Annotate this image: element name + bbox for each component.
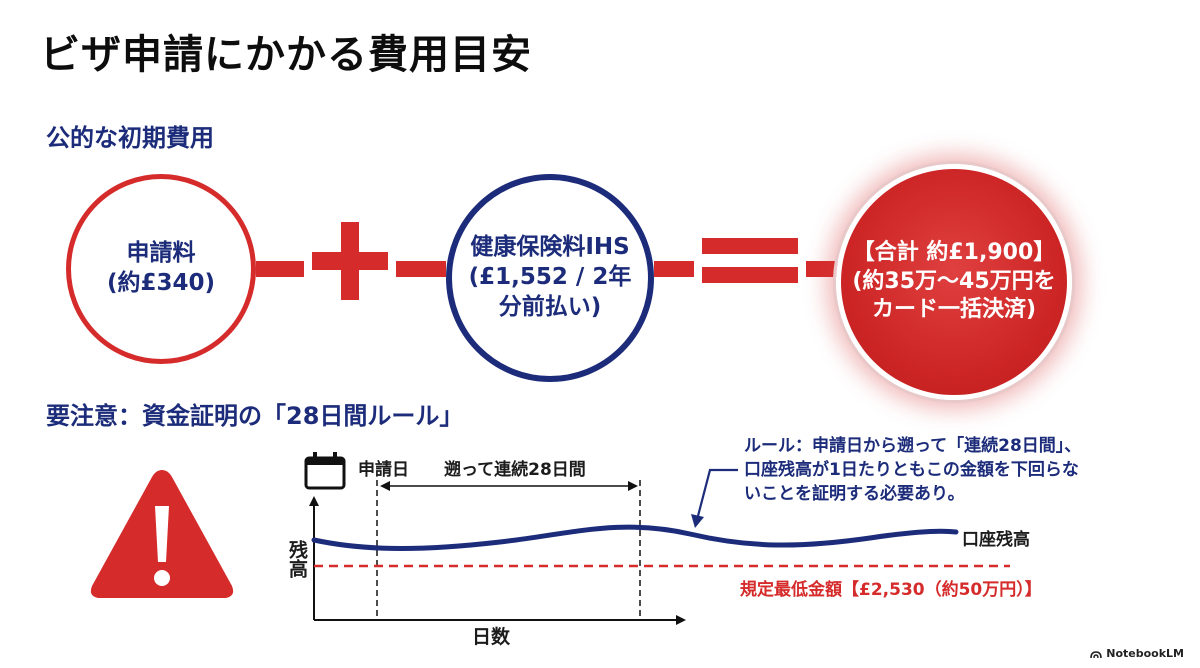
equals-sign-top [702,238,798,254]
x-axis-arrow [676,615,686,625]
ihs-amount: (£1,552 / 2年 [468,264,632,291]
rule-line: いことを証明する必要あり。 [744,483,965,504]
application-fee-amount: (約£340) [106,270,216,296]
x-axis-label: 日数 [472,626,511,648]
rule-pointer-arrow [696,468,738,517]
equals-sign-bottom [702,267,798,283]
period-arrow-head-right [628,481,638,491]
plus-sign-vertical [341,222,359,300]
rule-pointer-arrow-head [691,514,704,528]
total-yen: (約35万～45万円を [852,268,1056,294]
connector-line [256,261,304,277]
brand-name: NotebookLM [1106,647,1184,660]
section-heading-28-day-rule: 要注意：資金証明の「28日間ルール」 [46,402,464,430]
y-axis-arrow [309,496,319,506]
total-circle: 【合計 約£1,900】 (約35万～45万円を カード一括決済) [836,164,1072,400]
total-amount: 【合計 約£1,900】 [852,240,1056,266]
application-fee-circle: 申請料 (約£340) [66,174,256,364]
balance-diagram [304,452,1010,625]
notebooklm-logo-icon [1090,650,1103,658]
y-axis-label: 残高 [286,540,308,578]
application-date-label: 申請日 [358,460,409,480]
balance-label: 口座残高 [962,530,1030,550]
warning-icon [90,470,234,598]
ihs-name: 健康保険料IHS [470,234,630,261]
section-heading-costs: 公的な初期費用 [46,124,214,152]
brand-mark: NotebookLM [1090,647,1184,660]
application-fee-name: 申請料 [126,240,196,267]
calendar-icon [304,452,346,490]
balance-curve [311,524,959,551]
rule-line: 口座残高が1日たりともこの金額を下回らな [744,459,1079,480]
period-arrow-head-left [380,481,390,491]
connector-line [654,261,694,277]
connector-line [806,261,840,277]
ihs-circle: 健康保険料IHS (£1,552 / 2年 分前払い) [446,174,654,382]
ihs-note: 分前払い) [498,293,602,320]
period-label: 遡って連続28日間 [444,460,586,480]
rule-line: ルール：申請日から遡って「連続28日間」、 [744,436,1082,456]
page-title: ビザ申請にかかる費用目安 [40,32,532,78]
minimum-amount-label: 規定最低金額【£2,530（約50万円）】 [740,580,1042,600]
connector-line [396,261,446,277]
rule-explanation: ルール：申請日から遡って「連続28日間」、 口座残高が1日たりともこの金額を下回… [744,435,1164,506]
total-payment: カード一括決済) [871,297,1037,323]
